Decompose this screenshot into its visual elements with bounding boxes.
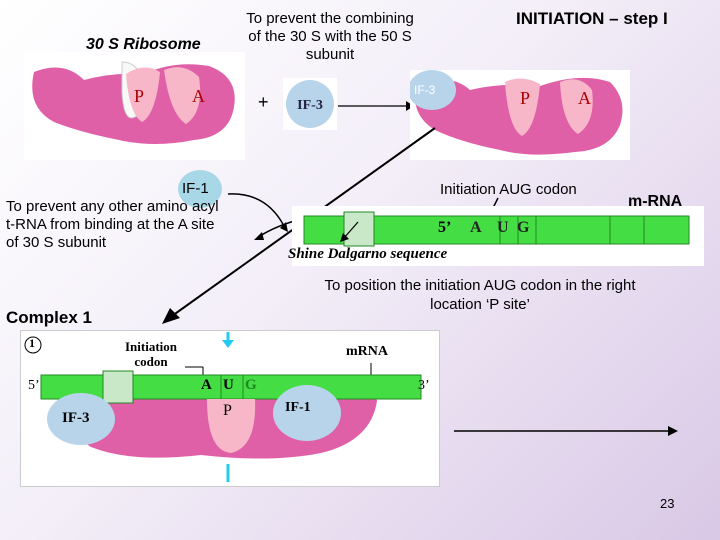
- prevent-binding-text: To prevent any other amino acyl t-RNA fr…: [6, 198, 219, 251]
- complex-panel: [20, 330, 440, 487]
- initiation-aug-label: Initiation AUG codon: [440, 181, 577, 198]
- bottom-right-arrow: [454, 426, 678, 436]
- if3-top-label: IF-3: [414, 83, 436, 97]
- if3-small-label: IF-3: [297, 98, 323, 113]
- complex-five-prime: 5’: [28, 378, 40, 393]
- ribosome-30s-label: 30 S Ribosome: [86, 36, 201, 53]
- plus-sign: +: [258, 92, 269, 112]
- complex-codon-a: A: [201, 377, 212, 393]
- complex-three-prime: 3’: [418, 378, 430, 393]
- prevent-combine-text: To prevent the combining of the 30 S wit…: [246, 10, 414, 63]
- complex-codon-u: U: [223, 377, 234, 393]
- complex-if1-label: IF-1: [285, 400, 311, 415]
- complex-initiation-codon: Initiation codon: [124, 339, 177, 369]
- codon-g-top: G: [517, 219, 530, 236]
- complex-if3-label: IF-3: [62, 410, 90, 426]
- complex-site-p: P: [223, 402, 232, 419]
- page-number: 23: [660, 496, 675, 511]
- mrna-panel: [292, 206, 704, 266]
- if1-bubble: [178, 170, 222, 208]
- site-p-left: P: [134, 86, 144, 106]
- position-text: To position the initiation AUG codon in …: [324, 277, 636, 313]
- ribosome-30s-drawing: P A: [32, 61, 235, 144]
- if3-small-panel: IF-3: [283, 78, 337, 130]
- site-p-right: P: [520, 88, 530, 108]
- ribosome-if3-drawing: P A: [408, 70, 623, 155]
- arrow-to-complex: [338, 101, 414, 111]
- complex-codon-g: G: [245, 377, 257, 393]
- if1-label: IF-1: [182, 180, 209, 197]
- five-prime-top: 5’: [438, 219, 452, 236]
- cyan-marker: [222, 332, 234, 482]
- ribosome-panel-left: P A: [24, 52, 245, 160]
- mrna-label: m-RNA: [628, 193, 683, 210]
- sd-pointer-arrow: [340, 221, 359, 242]
- site-a-right: A: [578, 88, 591, 108]
- codon-a-top: A: [470, 219, 482, 236]
- complex-step-number: 1: [29, 336, 35, 350]
- site-a-left: A: [192, 86, 205, 106]
- complex-mrna-label: mRNA: [346, 344, 388, 359]
- complex-label: Complex 1: [6, 308, 92, 327]
- shine-dalgarno-label: Shine Dalgarno sequence: [288, 246, 448, 262]
- slide-title: INITIATION – step I: [516, 9, 668, 28]
- ribosome-panel-right: P A: [408, 70, 630, 160]
- codon-u-top: U: [497, 219, 509, 236]
